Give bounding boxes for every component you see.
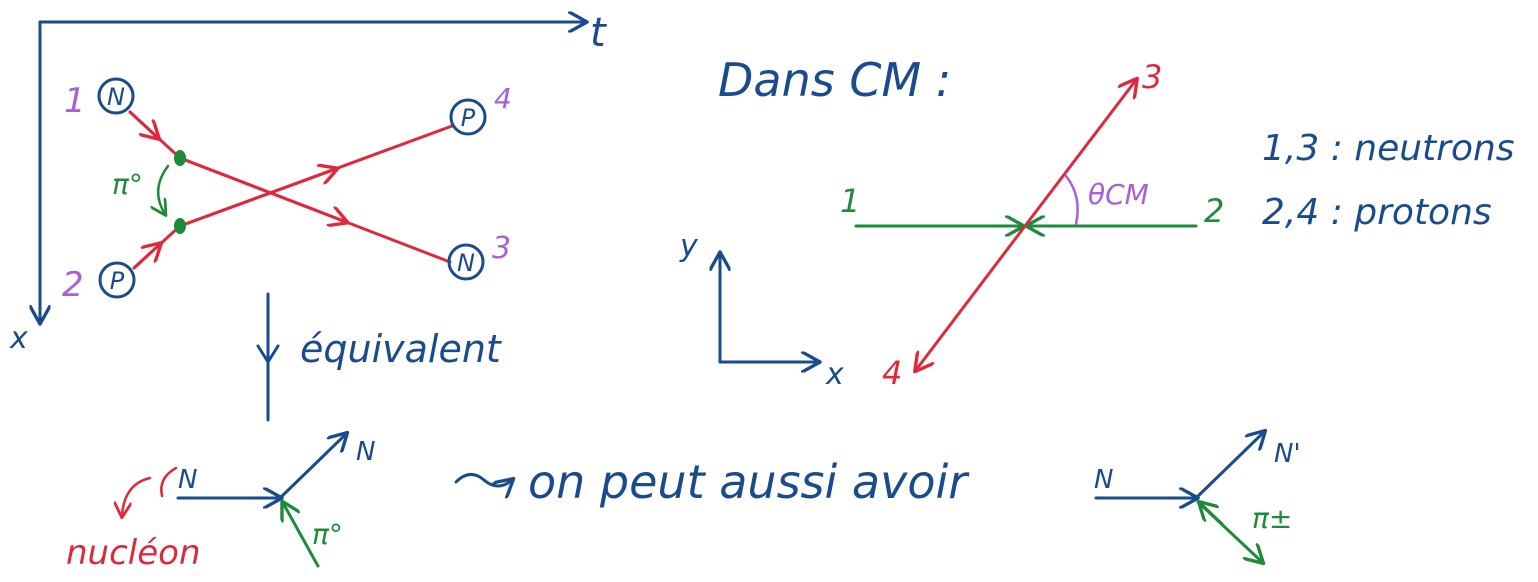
equivalent-label: équivalent bbox=[300, 327, 503, 371]
vertex-upper bbox=[174, 150, 186, 166]
equivalent-section: équivalent N N π° nucléon on peut aussi … bbox=[66, 292, 1301, 573]
cm-x-label: x bbox=[825, 357, 844, 392]
particle-3-line bbox=[1023, 80, 1136, 228]
pion-exchange-label: π° bbox=[112, 168, 143, 201]
theta-label: θCM bbox=[1088, 178, 1149, 211]
particle-3-label: 3 bbox=[1142, 58, 1162, 96]
vertex2-pion-line-back bbox=[1200, 503, 1224, 526]
particle-1-label: 1 bbox=[840, 182, 860, 220]
legend-protons: 2,4 : protons bbox=[1262, 192, 1492, 233]
vertex1-pion-label: π° bbox=[312, 518, 343, 551]
legend-neutrons: 1,3 : neutrons bbox=[1262, 128, 1515, 169]
proton-4-symbol: P bbox=[461, 104, 476, 132]
time-axis-label: t bbox=[590, 10, 607, 56]
alternative-text: on peut aussi avoir bbox=[528, 455, 970, 509]
proton-4-circle bbox=[449, 98, 487, 136]
neutron-1-circle bbox=[97, 77, 135, 115]
neutron-3-symbol: N bbox=[457, 249, 475, 277]
equivalent-arrow-head bbox=[256, 344, 280, 364]
nucleon-pointer-arrow bbox=[122, 476, 152, 516]
proton-4-arrow bbox=[178, 169, 336, 228]
proton-2-circle bbox=[98, 261, 136, 299]
neutron-1-arrow bbox=[128, 110, 158, 138]
vertex-lower bbox=[174, 218, 186, 234]
proton-2-arrow bbox=[132, 244, 160, 270]
vertex1-outgoing-nucleon bbox=[278, 434, 346, 500]
theta-arc bbox=[1064, 174, 1079, 226]
particle-legend: 1,3 : neutrons 2,4 : protons bbox=[1262, 128, 1515, 233]
feynman-diagram: t x π° N 1 P 2 P 4 N 3 bbox=[9, 10, 607, 356]
nucleon-bracket bbox=[160, 466, 178, 498]
particle-4-line bbox=[916, 224, 1027, 370]
leads-to-squiggle bbox=[454, 473, 512, 486]
proton-2-index: 2 bbox=[62, 265, 84, 305]
proton-2-symbol: P bbox=[110, 267, 125, 295]
cm-diagram: Dans CM : 1 2 3 4 θCM y x bbox=[679, 53, 1224, 392]
vertex2-pion-label: π± bbox=[1252, 502, 1292, 535]
neutron-1-symbol: N bbox=[107, 83, 125, 111]
vertex2-in-label: N bbox=[1094, 465, 1113, 495]
nucleon-note: nucléon bbox=[66, 533, 201, 573]
cm-title: Dans CM : bbox=[718, 53, 951, 107]
neutron-1-index: 1 bbox=[64, 81, 86, 121]
neutron-3-arrow bbox=[178, 156, 346, 222]
vertex1-out-label: N bbox=[356, 437, 375, 467]
neutron-3-circle bbox=[447, 243, 485, 281]
vertex2-out-label: N' bbox=[1274, 439, 1301, 469]
space-axis-label: x bbox=[9, 321, 28, 356]
particle-2-label: 2 bbox=[1204, 192, 1224, 230]
vertex2-outgoing-nucleon bbox=[1194, 432, 1264, 500]
particle-4-label: 4 bbox=[882, 354, 902, 392]
pion-exchange-line bbox=[158, 164, 170, 214]
vertex1-pion-line bbox=[283, 503, 320, 568]
neutron-3-index: 3 bbox=[492, 231, 511, 266]
vertex1-in-label: N bbox=[178, 465, 197, 495]
cm-y-label: y bbox=[679, 229, 699, 264]
proton-4-index: 4 bbox=[494, 82, 512, 115]
